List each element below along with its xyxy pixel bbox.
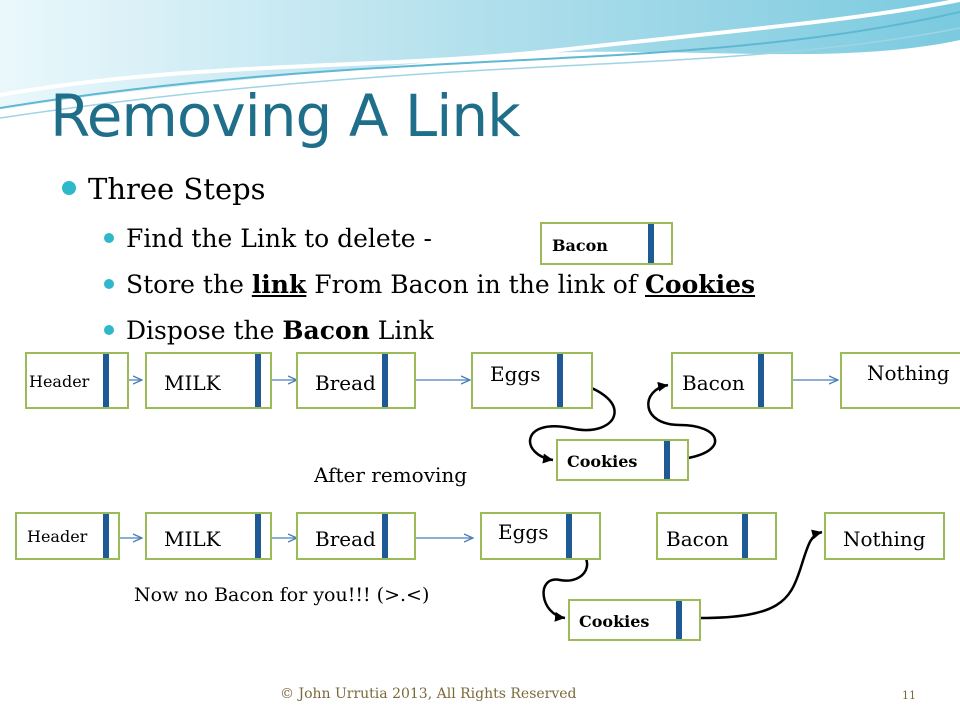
pointer-bar bbox=[382, 354, 388, 407]
node-header: Header bbox=[25, 352, 129, 409]
node-bread-after: Bread bbox=[296, 512, 416, 560]
pointer-bar bbox=[676, 601, 682, 639]
bullet-step-1: Find the Link to delete - bbox=[104, 224, 432, 253]
pointer-bar bbox=[742, 514, 748, 558]
bullet-step-3: Dispose the Bacon Link bbox=[104, 316, 434, 345]
no-bacon-joke: Now no Bacon for you!!! (>.<) bbox=[134, 584, 430, 606]
bullet-dot bbox=[104, 278, 114, 289]
arrow-eggs-to-cookies bbox=[528, 378, 616, 464]
slide-title: Removing A Link bbox=[50, 82, 521, 150]
node-milk-after: MILK bbox=[145, 512, 272, 560]
pointer-bar bbox=[566, 514, 572, 558]
footer-copyright: © John Urrutia 2013, All Rights Reserved bbox=[280, 686, 577, 702]
node-bacon: Bacon bbox=[671, 352, 793, 409]
pointer-bar bbox=[255, 354, 261, 407]
node-milk: MILK bbox=[145, 352, 272, 409]
after-removing-label: After removing bbox=[314, 463, 468, 487]
node-cookies-after: Cookies bbox=[568, 599, 701, 641]
node-nothing-after: Nothing bbox=[824, 512, 945, 560]
pointer-bar bbox=[664, 441, 670, 479]
pointer-bar bbox=[758, 354, 764, 407]
page-number: 11 bbox=[902, 689, 916, 702]
arrow-cookies-to-bacon bbox=[647, 381, 717, 460]
pointer-bar bbox=[557, 354, 563, 407]
bullet-dot bbox=[104, 232, 114, 243]
node-bacon-after: Bacon bbox=[656, 512, 777, 560]
node-cookies: Cookies bbox=[556, 439, 689, 481]
pointer-bar bbox=[103, 514, 109, 558]
arrow-cookies-to-nothing-after bbox=[699, 529, 823, 620]
node-nothing: Nothing bbox=[840, 352, 960, 409]
bullet-three-steps: Three Steps bbox=[62, 172, 266, 206]
pointer-bar bbox=[255, 514, 261, 558]
bullet-dot bbox=[104, 324, 114, 335]
arrow-eggs-to-cookies-after bbox=[542, 543, 589, 622]
node-eggs-after: Eggs bbox=[480, 512, 601, 560]
pointer-bar bbox=[382, 514, 388, 558]
bullet-step-2: Store the link From Bacon in the link of… bbox=[104, 270, 755, 299]
pointer-bar bbox=[648, 224, 654, 263]
node-bread: Bread bbox=[296, 352, 416, 409]
bullet-dot bbox=[62, 181, 76, 195]
floating-bacon-node: Bacon bbox=[540, 222, 673, 265]
node-eggs: Eggs bbox=[471, 352, 593, 409]
pointer-bar bbox=[103, 354, 109, 407]
node-header-after: Header bbox=[15, 512, 120, 560]
